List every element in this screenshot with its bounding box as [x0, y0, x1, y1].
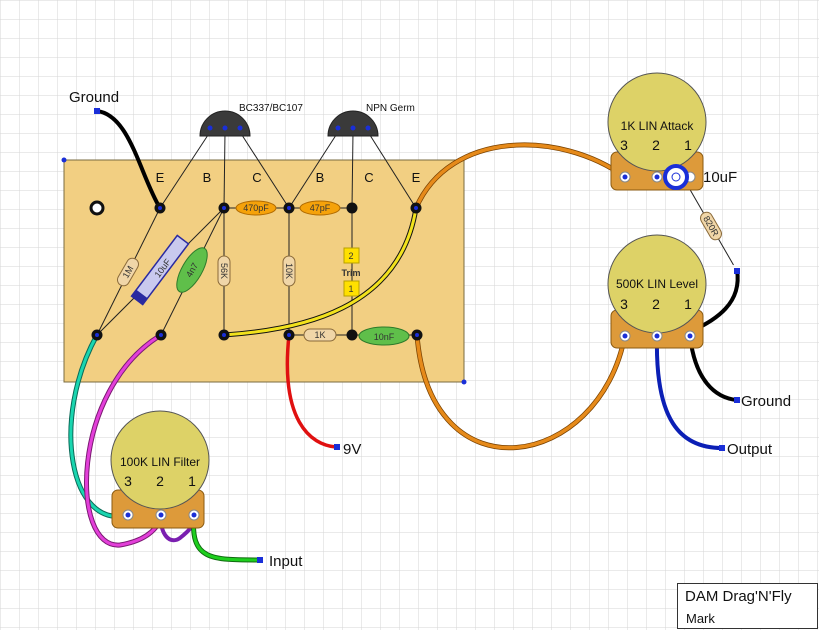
pot-filter-pin-1: 1 — [188, 473, 196, 489]
pad-label-e2: E — [412, 170, 421, 185]
transistor-q2[interactable] — [327, 110, 379, 137]
title-block: DAM Drag'N'Fly Mark — [677, 583, 818, 629]
input-label: Input — [269, 553, 303, 570]
pot-filter-pin-3: 3 — [124, 473, 132, 489]
pot-level-label: 500K LIN Level — [616, 277, 698, 291]
transistor-q2-label: NPN Germ — [366, 103, 415, 114]
resistor-10k[interactable]: 10K — [282, 255, 296, 287]
capacitor-10nf[interactable]: 10nF — [358, 326, 410, 346]
pad-label-b2: B — [316, 170, 325, 185]
capacitor-470pf[interactable]: 470pF — [235, 200, 277, 216]
capacitor-10uf-electrolytic-label: 10uF — [703, 169, 737, 186]
transistor-q1-label: BC337/BC107 — [239, 103, 303, 114]
resistor-1m[interactable]: 1M — [115, 256, 140, 288]
wire-endpoints[interactable] — [94, 108, 740, 563]
ground-top-label: Ground — [69, 89, 119, 106]
capacitor-10uf-electrolytic[interactable] — [663, 164, 689, 190]
resistor-1k-label: 1K — [314, 330, 325, 340]
ground-right-label: Ground — [741, 393, 791, 410]
pot-attack-label: 1K LIN Attack — [621, 119, 695, 133]
trimmer[interactable]: 2 1 Trim — [341, 247, 361, 297]
pot-attack-pin-3: 3 — [620, 137, 628, 153]
pot-level[interactable] — [607, 234, 707, 349]
pot-attack-pin-2: 2 — [652, 137, 660, 153]
trim-pin-1: 1 — [348, 284, 353, 294]
capacitor-10nf-label: 10nF — [374, 332, 395, 342]
pot-attack-pin-1: 1 — [684, 137, 692, 153]
pot-level-pin-2: 2 — [652, 296, 660, 312]
pad-label-c1: C — [252, 170, 261, 185]
resistor-56k-label: 56K — [219, 263, 229, 279]
pad-label-e1: E — [156, 170, 165, 185]
capacitor-47pf[interactable]: 47pF — [299, 200, 341, 216]
pad-label-b1: B — [203, 170, 212, 185]
output-label: Output — [727, 441, 773, 458]
board-pads[interactable] — [89, 200, 423, 341]
capacitor-4n7[interactable]: 4n7 — [171, 243, 213, 296]
trim-pin-2: 2 — [348, 251, 353, 261]
trim-label: Trim — [341, 268, 360, 278]
resistor-56k[interactable]: 56K — [217, 255, 231, 287]
transistor-q1[interactable] — [199, 110, 251, 137]
capacitor-470pf-label: 470pF — [243, 203, 269, 213]
pot-level-pin-3: 3 — [620, 296, 628, 312]
pot-filter-pin-2: 2 — [156, 473, 164, 489]
pad-label-c2: C — [364, 170, 373, 185]
pot-filter[interactable] — [110, 410, 210, 529]
supply-9v-label: 9V — [343, 441, 361, 458]
pot-level-pin-1: 1 — [684, 296, 692, 312]
project-author: Mark — [686, 611, 715, 626]
board-corner-handle[interactable] — [61, 157, 67, 163]
resistor-1k[interactable]: 1K — [303, 328, 337, 342]
resistor-10k-label: 10K — [284, 263, 294, 279]
project-title: DAM Drag'N'Fly — [685, 588, 792, 605]
board-corner-handle[interactable] — [461, 379, 467, 385]
pot-filter-label: 100K LIN Filter — [120, 455, 200, 469]
capacitor-47pf-label: 47pF — [310, 203, 331, 213]
